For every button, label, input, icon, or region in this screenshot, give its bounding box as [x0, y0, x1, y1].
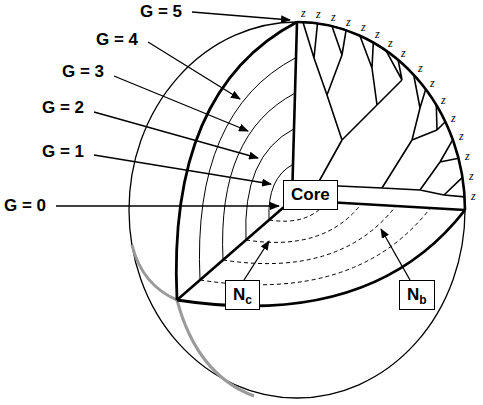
terminal-group: z: [375, 28, 380, 40]
terminal-group: z: [471, 190, 476, 202]
terminal-group: z: [465, 150, 470, 162]
terminal-group: z: [430, 77, 435, 89]
count-box: Nc: [225, 280, 260, 310]
terminal-group: z: [418, 62, 423, 74]
generation-label: G = 2: [42, 98, 84, 118]
terminal-group: z: [459, 130, 464, 142]
generation-label: G = 1: [42, 142, 84, 162]
terminal-group: z: [401, 47, 406, 59]
generation-label: G = 0: [4, 196, 46, 216]
box-text: Core: [291, 185, 330, 204]
terminal-group: z: [301, 7, 306, 19]
generation-label: G = 5: [140, 2, 182, 22]
terminal-group: z: [388, 37, 393, 49]
terminal-group: z: [451, 112, 456, 124]
terminal-group: z: [469, 170, 474, 182]
box-text: Nc: [233, 285, 252, 304]
generation-label: G = 4: [96, 30, 138, 50]
terminal-group: z: [361, 21, 366, 33]
count-box: Nb: [399, 280, 435, 310]
terminal-group: z: [316, 8, 321, 20]
box-text: Nb: [407, 285, 427, 304]
generation-label: G = 3: [62, 62, 104, 82]
core-box: Core: [283, 180, 338, 210]
terminal-group: z: [346, 16, 351, 28]
terminal-group: z: [441, 94, 446, 106]
terminal-group: z: [331, 11, 336, 23]
